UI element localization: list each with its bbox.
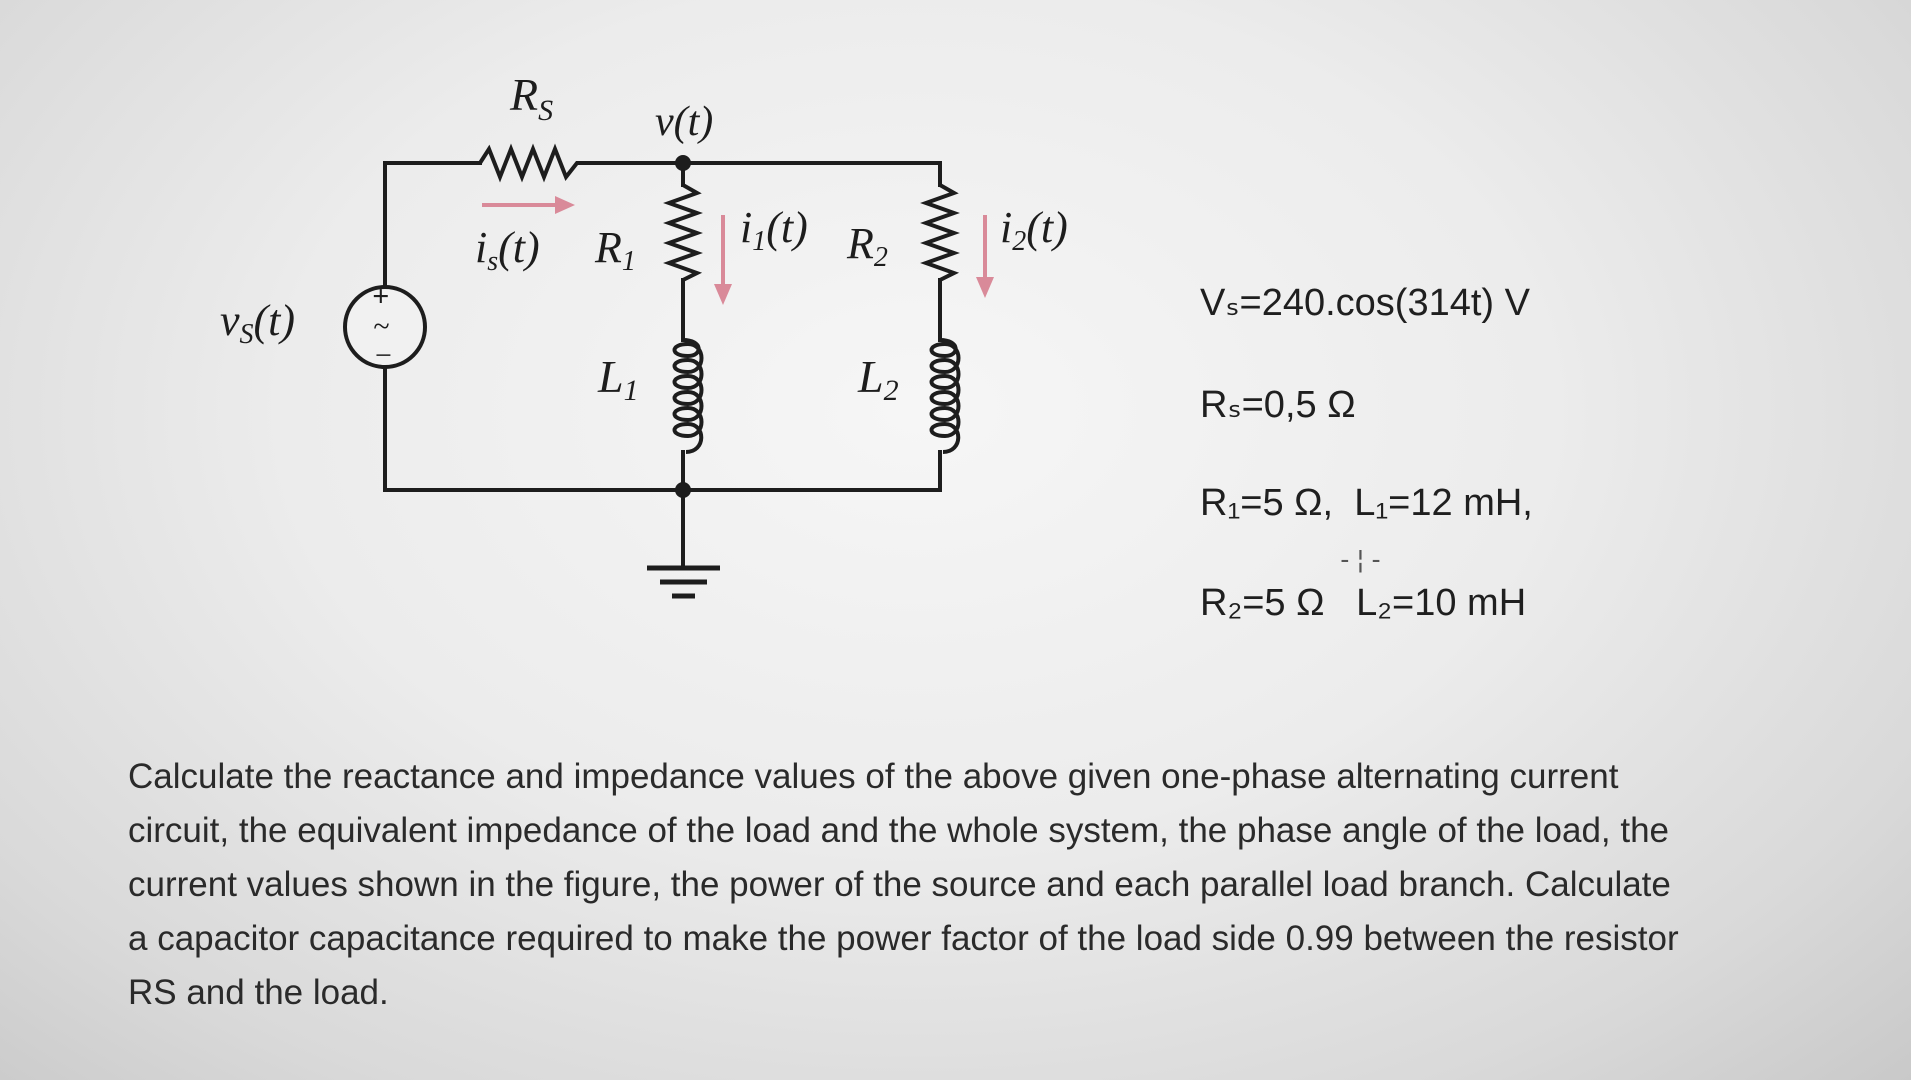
given-branch1: R₁=5 Ω, L₁=12 mH, [1200, 482, 1533, 524]
question-line: RS and the load. [128, 973, 389, 1012]
question-text: Calculate the reactance and impedance va… [128, 750, 1828, 1020]
i2-label: i2(t) [1000, 203, 1068, 257]
rs-resistor [478, 143, 585, 183]
rs-label: RS [509, 69, 553, 127]
l1-inductor [672, 338, 704, 454]
question-line: Calculate the reactance and impedance va… [128, 757, 1619, 796]
l2-inductor [929, 338, 961, 454]
i1-label: i1(t) [740, 203, 808, 257]
bottom-wire [383, 368, 942, 492]
vs-label: vS(t) [220, 296, 295, 350]
source-minus: − [373, 339, 393, 372]
is-label: is(t) [475, 223, 540, 277]
top-right-wire [583, 161, 942, 187]
r2-resistor [920, 183, 960, 282]
mouse-cursor-icon: -¦- [1337, 545, 1384, 575]
r1-label: R1 [594, 223, 636, 277]
voltage-source [343, 285, 427, 369]
question-line: circuit, the equivalent impedance of the… [128, 811, 1670, 850]
r1-resistor [663, 183, 703, 282]
top-left-wire [383, 161, 482, 324]
circuit-diagram: + ~ − RS v(t) is(t) R1 i1(t) R2 i2(t) vS… [220, 69, 1068, 599]
given-branch2: R₂=5 Ω L₂=10 mH [1200, 582, 1527, 624]
vt-label: v(t) [655, 99, 713, 145]
is-arrowhead [555, 196, 575, 214]
i1-arrowhead [714, 284, 732, 305]
source-plus: + [372, 280, 389, 313]
i2-arrowhead [976, 277, 994, 298]
given-vs: Vₛ=240.cos(314t) V [1200, 282, 1530, 324]
l2-label: L2 [857, 351, 899, 407]
question-line: a capacitor capacitance required to make… [128, 919, 1679, 958]
r2-label: R2 [846, 219, 888, 273]
given-rs: Rₛ=0,5 Ω [1200, 384, 1356, 426]
question-line: current values shown in the figure, the … [128, 865, 1671, 904]
source-tilde: ~ [373, 310, 389, 343]
l1-label: L1 [597, 351, 639, 407]
